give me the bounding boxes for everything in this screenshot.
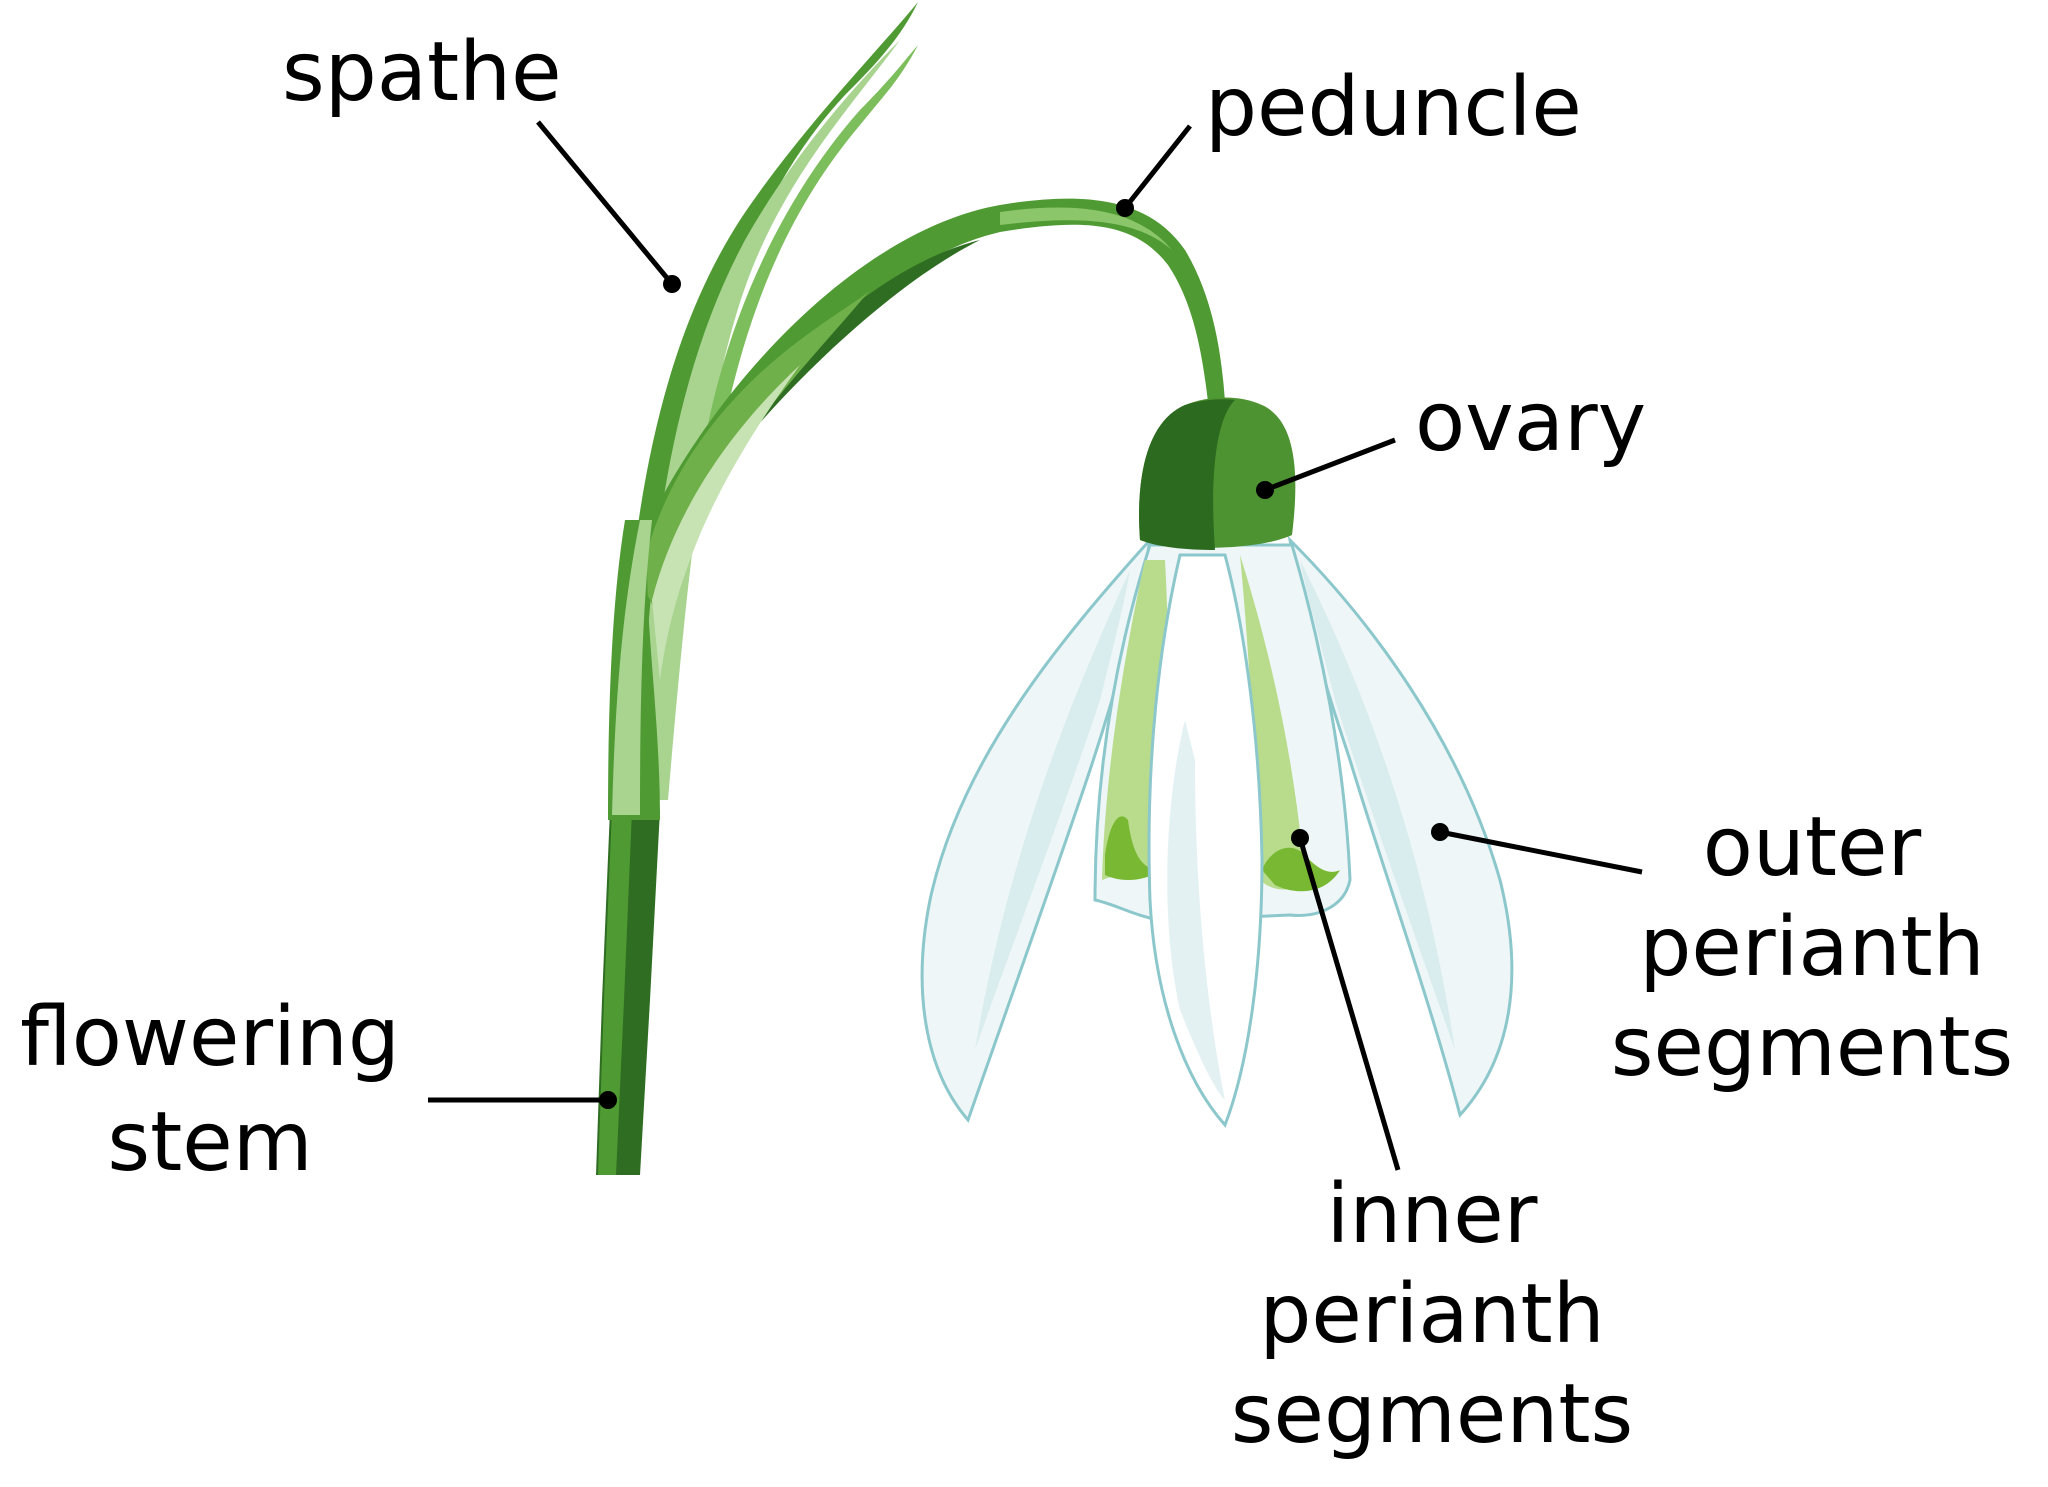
inner-perianth-green-right bbox=[1240, 555, 1305, 890]
label-peduncle: peduncle bbox=[1205, 60, 1582, 155]
leader-spathe bbox=[536, 120, 674, 286]
inner-perianth-mark-left bbox=[1105, 816, 1160, 880]
label-spathe: spathe bbox=[282, 25, 562, 120]
label-flowering-stem-1: flowering bbox=[20, 990, 400, 1085]
leader-spathe-dot bbox=[663, 275, 681, 293]
leader-outer-perianth bbox=[1439, 829, 1643, 875]
flowering-stem-highlight bbox=[598, 810, 632, 1175]
leader-inner-perianth bbox=[1297, 837, 1401, 1171]
leader-ovary-dot bbox=[1256, 481, 1274, 499]
leader-peduncle-dot bbox=[1116, 199, 1134, 217]
label-inner-perianth-1: inner bbox=[1327, 1167, 1538, 1262]
peduncle-highlight bbox=[1000, 207, 1172, 250]
label-outer-perianth-1: outer bbox=[1703, 800, 1922, 895]
spathe-sheath-pale bbox=[652, 365, 800, 680]
leader-flowering-stem-dot bbox=[599, 1091, 617, 1109]
ovary-shade bbox=[1139, 399, 1235, 550]
label-flowering-stem-2: stem bbox=[107, 1095, 312, 1190]
label-inner-perianth-3: segments bbox=[1231, 1367, 1633, 1462]
leader-lines bbox=[428, 120, 1643, 1171]
label-ovary: ovary bbox=[1415, 375, 1646, 470]
labels: spathe peduncle ovary outer perianth seg… bbox=[20, 25, 2013, 1462]
outer-perianth-middle-shade bbox=[1167, 720, 1225, 1100]
label-inner-perianth-2: perianth bbox=[1259, 1267, 1604, 1362]
label-outer-perianth-2: perianth bbox=[1639, 900, 1984, 995]
outer-perianth-right-shade bbox=[1300, 560, 1455, 1050]
spathe-leaf-highlight bbox=[640, 40, 900, 800]
inner-perianth-mark-right bbox=[1262, 847, 1340, 892]
leader-inner-perianth-dot bbox=[1291, 829, 1309, 847]
leader-peduncle bbox=[1123, 124, 1192, 210]
leader-ovary bbox=[1264, 437, 1396, 493]
plant-stem-group bbox=[596, 2, 1225, 1175]
label-outer-perianth-3: segments bbox=[1611, 1000, 2013, 1095]
leader-outer-perianth-dot bbox=[1431, 823, 1449, 841]
outer-perianth-left-shade bbox=[975, 570, 1130, 1050]
flower-group bbox=[920, 397, 1514, 1128]
stem-upper-pale bbox=[612, 520, 652, 815]
